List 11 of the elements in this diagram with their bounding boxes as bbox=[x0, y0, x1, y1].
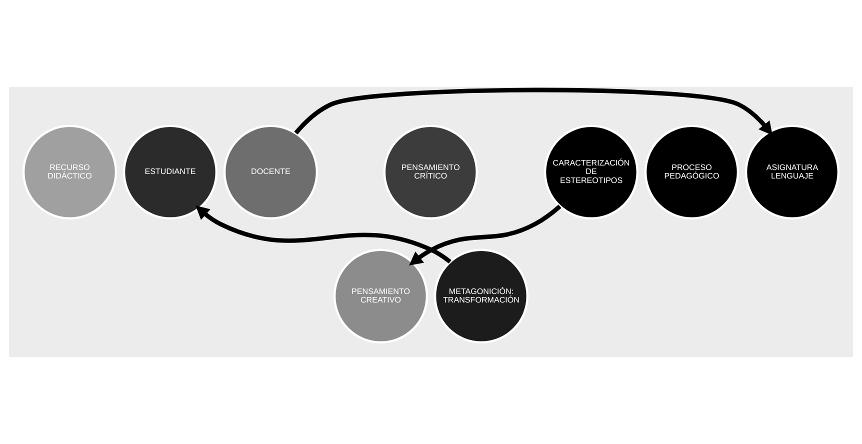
node-circle: CARACTERIZACIÓN DE ESTEREOTIPOS bbox=[544, 124, 639, 220]
node-circle: PENSAMIENTO CREATIVO bbox=[333, 248, 428, 344]
arrow bbox=[294, 88, 773, 136]
node-circle: PENSAMIENTO CRÍTICO bbox=[383, 124, 478, 220]
node-circle: PROCESO PEDAGÓGICO bbox=[644, 124, 740, 220]
node-circle: RECURSO DIDÁCTICO bbox=[22, 124, 118, 220]
arrow bbox=[409, 204, 562, 266]
node-circle: METAGONICIÓN: TRANSFORMACIÓN bbox=[434, 248, 529, 344]
node-circle: ASIGNATURA LENGUAJE bbox=[744, 124, 840, 220]
arrow bbox=[196, 206, 452, 264]
node-circle: DOCENTE bbox=[223, 124, 318, 220]
